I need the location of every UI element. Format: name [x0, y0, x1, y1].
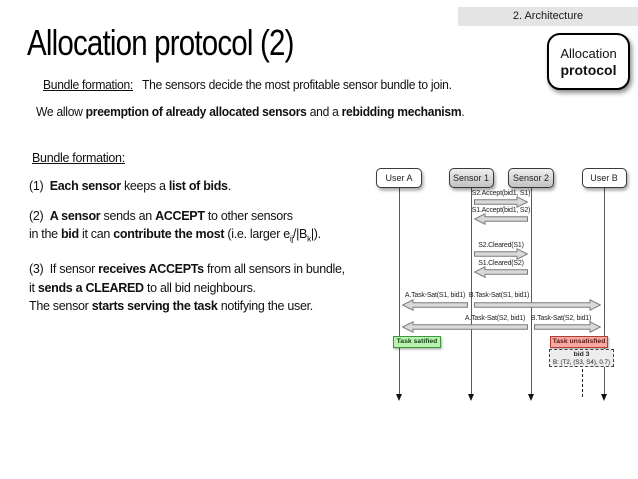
text-segment: We allow [36, 104, 86, 119]
bundle-formation-list: (1) Each sensor keeps a list of bids. (2)… [29, 177, 379, 327]
text-segment: starts serving the task [91, 299, 218, 313]
text-segment: Each sensor [49, 179, 121, 193]
sequence-message-label: B.Task-Sat(S1, bid1) [468, 292, 530, 299]
list-item-3: (3) If sensor receives ACCEPTs from all … [29, 260, 379, 316]
sequence-message-arrow-left [402, 320, 528, 334]
bid3-body: B: (T2, (S3, S4), 0.7) [552, 359, 611, 366]
list-item-line: in the bid it can contribute the most (i… [29, 225, 379, 249]
text-segment: sends an [100, 208, 156, 223]
slide-title: Allocation protocol (2) [27, 22, 294, 63]
list-item-line: (1) Each sensor keeps a list of bids. [29, 177, 379, 196]
bid3-continuation-line [582, 369, 583, 397]
text-segment: it [29, 280, 38, 295]
text-segment: preemption of already allocated sensors [85, 104, 307, 119]
allocation-protocol-box-line2: protocol [560, 61, 617, 78]
text-segment: Bundle formation: [32, 151, 125, 165]
lifeline-user-b [604, 188, 605, 395]
bundle-formation-heading: Bundle formation: [32, 151, 125, 165]
text-segment: it can [78, 227, 114, 241]
text-segment: and a [306, 104, 342, 119]
text-segment: |). [310, 227, 321, 241]
text-segment: /|B [292, 227, 308, 241]
text-segment: in the [29, 227, 61, 241]
lifeline-sensor-1 [471, 188, 472, 395]
text-segment: ij [289, 234, 293, 244]
list-item-line: it sends a CLEARED to all bid neighbours… [29, 279, 379, 298]
lifeline-box-sensor-2: Sensor 2 [508, 168, 554, 188]
text-segment: bid [60, 227, 79, 241]
list-item-line: (2) A sensor sends an ACCEPT to other se… [29, 207, 379, 226]
allocation-protocol-box: Allocation protocol [547, 33, 630, 90]
text-segment: The sensors decide the most profitable s… [133, 77, 452, 92]
sequence-message-label: S2.Accept(bid1, S1) [471, 190, 531, 197]
sequence-message-label: B.Task-Sat(S2, bid1) [530, 315, 592, 322]
text-segment: . [227, 179, 232, 193]
task-unsatisfied-note: Task unsatisfied [550, 336, 608, 348]
sequence-message-arrow-left [474, 212, 528, 226]
section-badge: 2. Architecture [458, 7, 638, 26]
text-segment: receives ACCEPTs [98, 262, 204, 276]
sequence-message-label: A.Task-Sat(S1, bid1) [404, 292, 466, 299]
text-segment: The sensor [29, 299, 92, 313]
lifeline-arrowhead-sensor-1 [468, 394, 474, 401]
sequence-message-arrow-right [474, 247, 528, 261]
preemption-rebidding-line: We allow preemption of already allocated… [36, 104, 465, 119]
sequence-message-label: S1.Cleared(S2) [478, 260, 524, 267]
task-satisfied-note: Task satified [393, 336, 441, 348]
lifeline-user-a [399, 188, 400, 395]
text-segment: list of bids [168, 179, 228, 193]
sequence-message-label: S2.Cleared(S1) [478, 242, 524, 249]
sequence-message-label: A.Task-Sat(S2, bid1) [464, 315, 526, 322]
text-segment: contribute the most [113, 227, 225, 241]
text-segment: (3) If sensor [29, 262, 99, 276]
text-segment: k [307, 234, 311, 244]
text-segment: notifying the user. [217, 299, 314, 313]
text-segment: sends a CLEARED [37, 280, 144, 295]
text-segment: (i.e. larger e [224, 227, 290, 241]
lifeline-sensor-2 [531, 188, 532, 395]
list-item-line: (3) If sensor receives ACCEPTs from all … [29, 260, 379, 279]
text-segment: rebidding mechanism [341, 104, 462, 119]
sequence-message-arrow-left [474, 265, 528, 279]
sequence-message-arrow-left [402, 298, 468, 312]
list-item-2: (2) A sensor sends an ACCEPT to other se… [29, 207, 379, 250]
sequence-message-label: S1.Accept(bid1, S2) [471, 207, 531, 214]
lifeline-box-user-a: User A [376, 168, 422, 188]
lifeline-arrowhead-user-a [396, 394, 402, 401]
bid3-title: bid 3 [573, 351, 590, 358]
bundle-formation-lead: Bundle formation: The sensors decide the… [43, 77, 452, 92]
text-segment: from all sensors in bundle, [203, 262, 345, 276]
text-segment: . [461, 104, 465, 119]
sequence-message-arrow-right [474, 195, 528, 209]
text-segment: to all bid neighbours. [143, 280, 256, 295]
allocation-protocol-box-line1: Allocation [560, 45, 617, 61]
list-item-1: (1) Each sensor keeps a list of bids. [29, 177, 379, 196]
lifeline-arrowhead-sensor-2 [528, 394, 534, 401]
lifeline-box-user-b: User B [581, 168, 627, 188]
lifeline-box-sensor-1: Sensor 1 [448, 168, 494, 188]
text-segment: to other sensors [204, 208, 293, 223]
text-segment: ACCEPT [155, 208, 205, 223]
text-segment: Bundle formation: [43, 77, 134, 92]
list-item-line: The sensor starts serving the task notif… [29, 297, 379, 316]
lifeline-arrowhead-user-b [601, 394, 607, 401]
text-segment: A sensor [49, 208, 101, 223]
sequence-message-arrow-right [534, 320, 601, 334]
text-segment: (2) [29, 208, 50, 223]
text-segment: (1) [29, 179, 50, 193]
text-segment: keeps a [120, 179, 169, 193]
sequence-message-arrow-right [474, 298, 601, 312]
